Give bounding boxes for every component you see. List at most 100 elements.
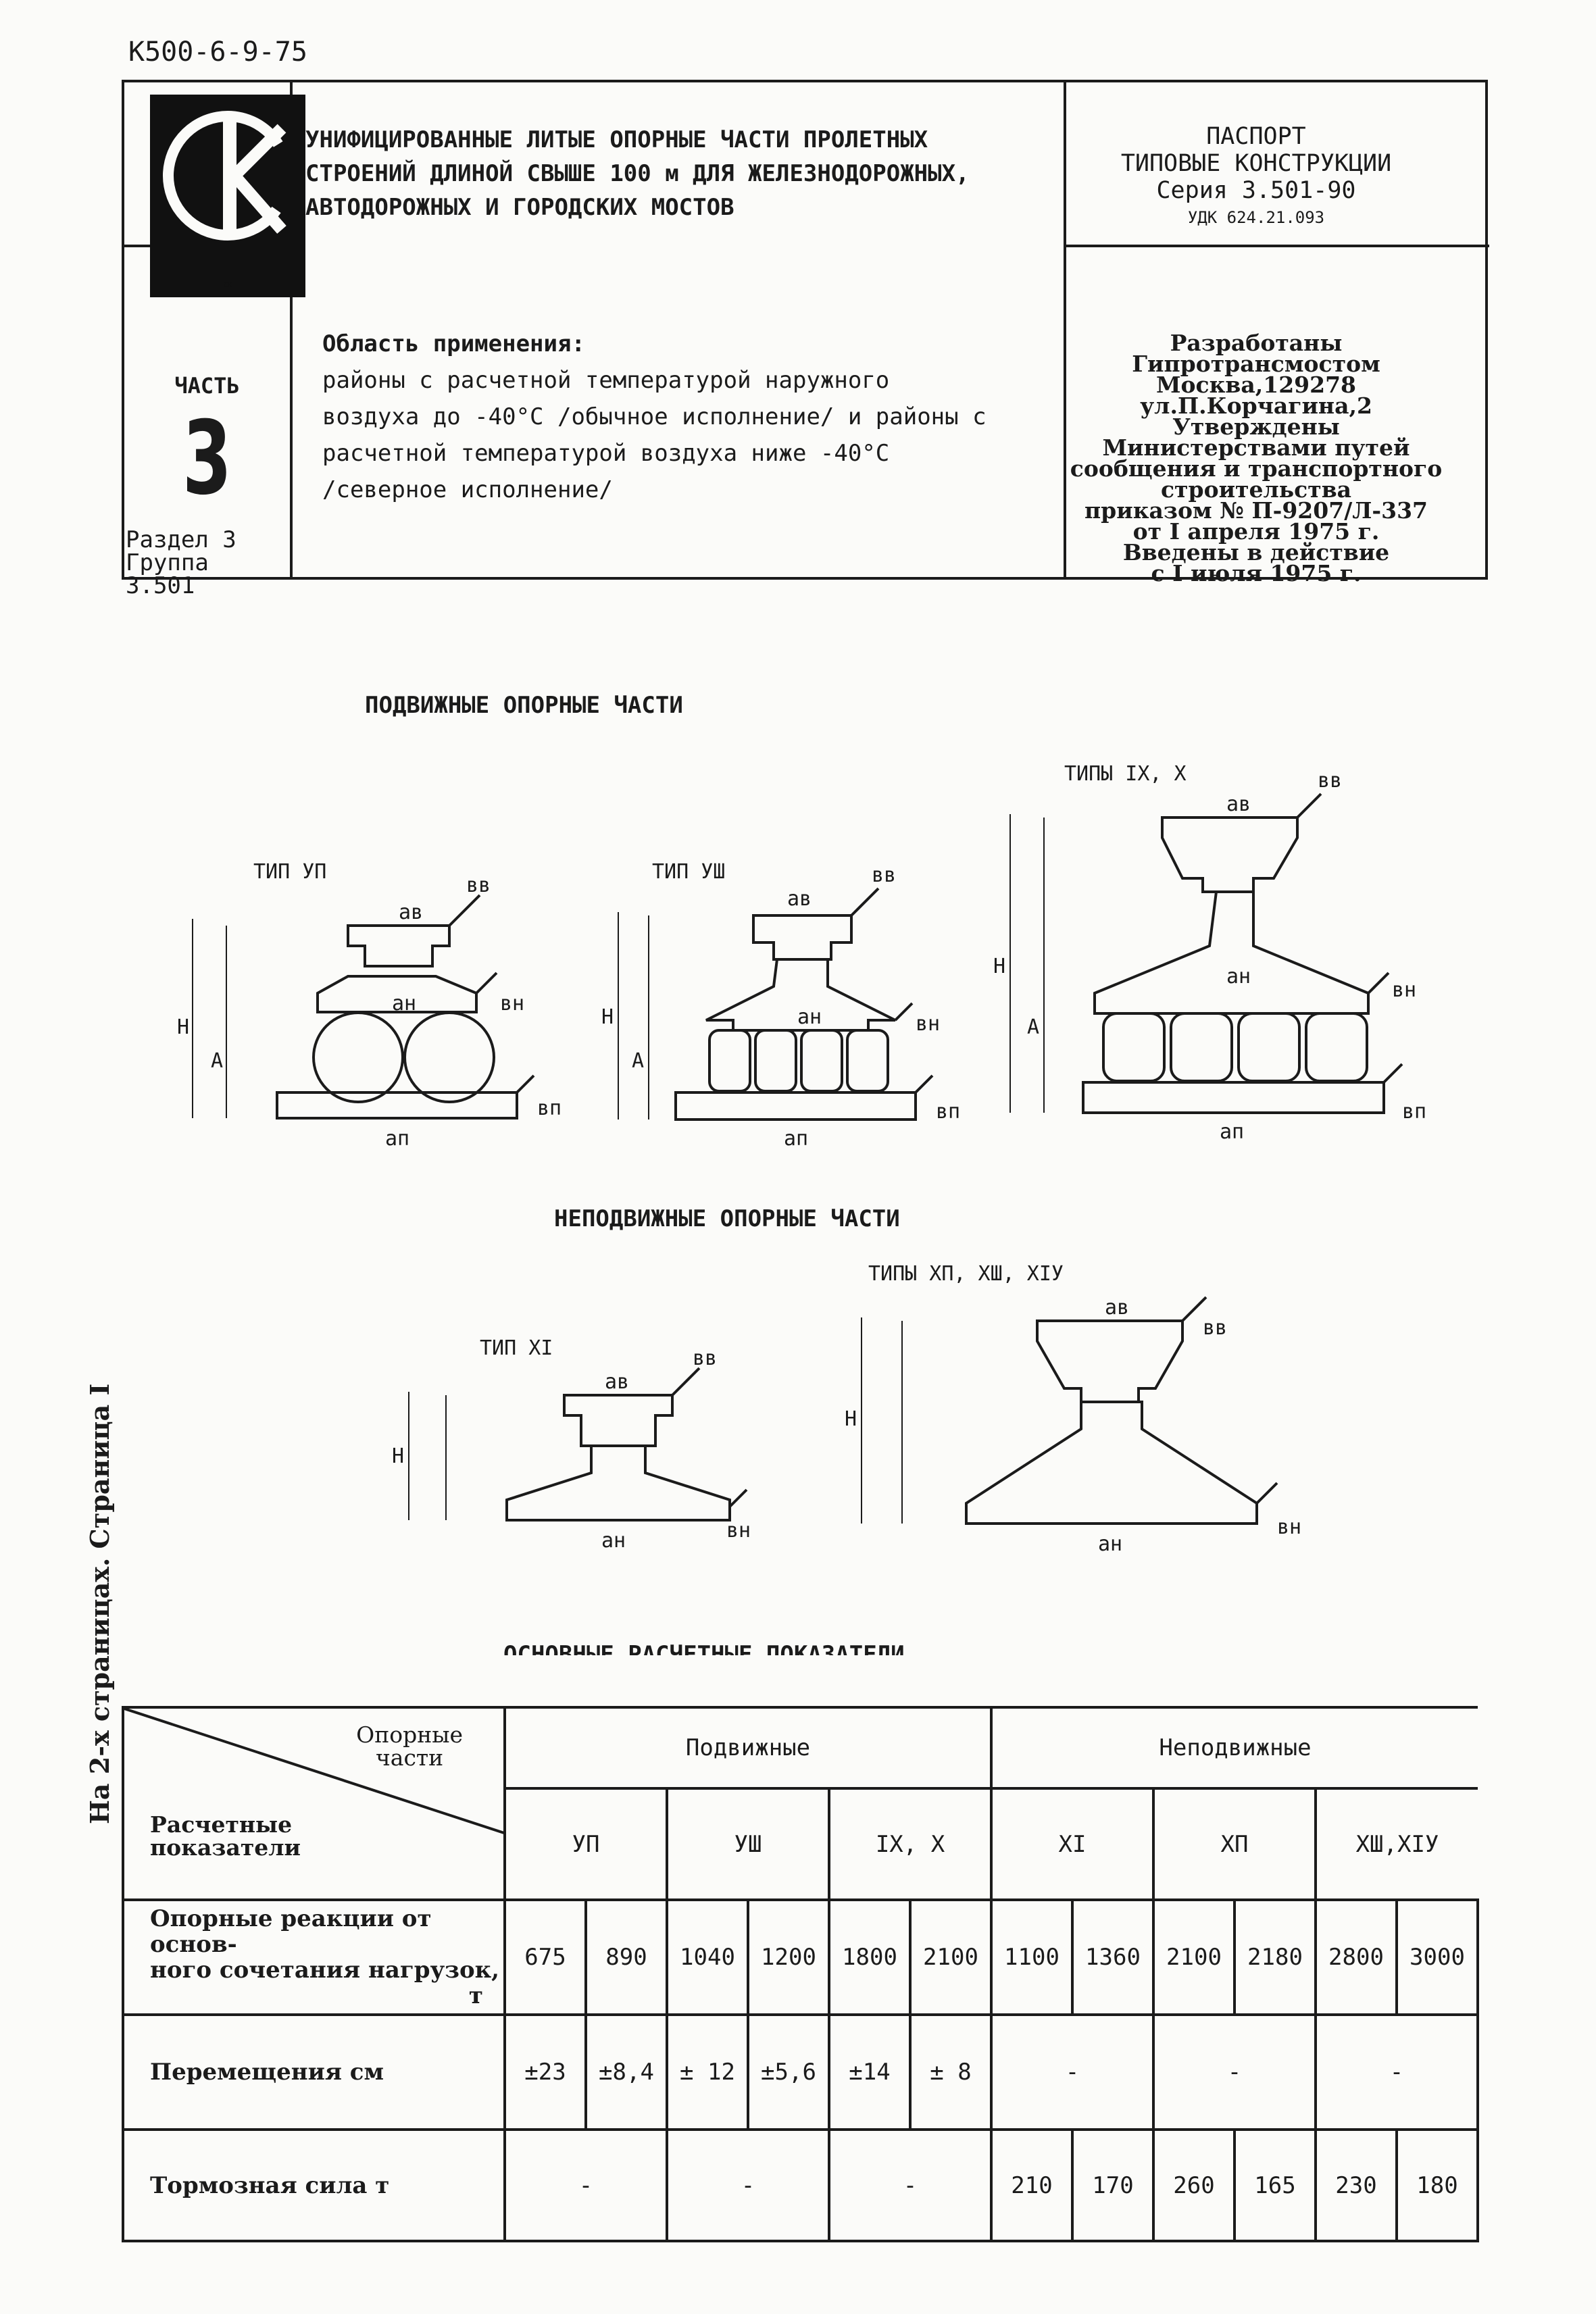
dev-line: ул.П.Корчагина,2 bbox=[1140, 393, 1372, 419]
label-a-n: aн bbox=[601, 1529, 626, 1553]
table-cell: 170 bbox=[1071, 2128, 1155, 2242]
title-line: АВТОДОРОЖНЫХ И ГОРОДСКИХ МОСТОВ bbox=[305, 194, 734, 221]
section-line: 3.501 bbox=[126, 572, 195, 599]
main-indicators-table: Опорные части Расчетные показатели Подви… bbox=[122, 1706, 1479, 2242]
table-cell: 1040 bbox=[666, 1898, 749, 2016]
label-a: A bbox=[211, 1049, 223, 1073]
drawing-type-xi: ТИП XI aв вв aн вн H bbox=[392, 1336, 751, 1553]
dev-line: Введены в действие bbox=[1122, 539, 1390, 565]
drawing-type-ix-x: ТИПЫ IX, X aв вв aн вн aп вп H A bbox=[993, 762, 1426, 1144]
table-cell: 675 bbox=[503, 1898, 587, 2016]
label-b-v: вв bbox=[466, 874, 491, 897]
table-cell: ± 12 bbox=[666, 2013, 749, 2131]
label-a-v: aв bbox=[1105, 1296, 1129, 1319]
group-header-fixed: Неподвижные bbox=[990, 1706, 1478, 1790]
label-h: H bbox=[993, 955, 1005, 978]
type-header: IX, X bbox=[828, 1787, 993, 1901]
scope-of-application: Область применения: районы с расчетной т… bbox=[322, 326, 1120, 508]
passport-line: Серия 3.501-90 bbox=[1156, 177, 1356, 204]
type-viii-label: ТИП УШ bbox=[652, 860, 725, 884]
label-a-n: aн bbox=[392, 992, 416, 1015]
group-header-movable: Подвижные bbox=[503, 1706, 993, 1790]
drawing-type-viii: ТИП УШ aв вв aн вн aп вп H A bbox=[601, 860, 960, 1151]
bearing-drawings: ПОДВИЖНЫЕ ОПОРНЫЕ ЧАСТИ НЕПОДВИЖНЫЕ ОПОР… bbox=[177, 692, 1426, 1655]
row-label: Тормозная сила т bbox=[122, 2128, 506, 2242]
udk-code: УДК 624.21.093 bbox=[1187, 208, 1325, 227]
table-cell: ± 8 bbox=[909, 2013, 993, 2131]
label-b-p: вп bbox=[1402, 1100, 1426, 1124]
corner-diagonal-cell: Опорные части Расчетные показатели bbox=[122, 1706, 506, 1901]
passport-block: ПАСПОРТ ТИПОВЫЕ КОНСТРУКЦИИ Серия 3.501-… bbox=[1067, 123, 1445, 231]
scope-line: воздуха до -40°С /обычное исполнение/ и … bbox=[322, 403, 987, 430]
movable-caption: ПОДВИЖНЫЕ ОПОРНЫЕ ЧАСТИ bbox=[365, 692, 683, 719]
label-h: H bbox=[177, 1015, 189, 1039]
label-a-p: aп bbox=[1220, 1120, 1244, 1144]
label-b-v: вв bbox=[693, 1347, 717, 1370]
label-a-n: aн bbox=[797, 1005, 822, 1029]
corner-top-line: Опорные bbox=[356, 1721, 463, 1748]
table-cell: 1360 bbox=[1071, 1898, 1155, 2016]
table-cell: 2100 bbox=[1152, 1898, 1236, 2016]
section-group: Раздел 3 Группа 3.501 bbox=[124, 528, 290, 597]
label-a-n: aн bbox=[1098, 1532, 1122, 1556]
label-h: H bbox=[845, 1407, 857, 1431]
label-b-n: вн bbox=[500, 992, 524, 1015]
label-a-v: aв bbox=[399, 901, 423, 924]
corner-bottom-label: Расчетные показатели bbox=[150, 1813, 301, 1859]
label-a-v: aв bbox=[605, 1370, 629, 1394]
type-header: XI bbox=[990, 1787, 1155, 1901]
table-cell: 2180 bbox=[1233, 1898, 1317, 2016]
scope-line: /северное исполнение/ bbox=[322, 476, 613, 503]
passport-line: ПАСПОРТ bbox=[1206, 123, 1306, 150]
row-label-line: ного сочетания нагрузок, bbox=[150, 1957, 500, 1984]
label-h: H bbox=[392, 1444, 404, 1468]
dev-line: сообщения и транспортного bbox=[1070, 455, 1443, 482]
table-cell: - bbox=[828, 2128, 993, 2242]
fixed-caption: НЕПОДВИЖНЫЕ ОПОРНЫЕ ЧАСТИ bbox=[554, 1205, 900, 1232]
label-a-v: aв bbox=[1226, 793, 1251, 816]
dev-line: Утверждены bbox=[1172, 413, 1340, 440]
label-b-n: вн bbox=[916, 1012, 940, 1036]
table-cell: 2800 bbox=[1314, 1898, 1398, 2016]
type-vii-label: ТИП УП bbox=[253, 860, 326, 884]
dev-line: Москва,129278 bbox=[1155, 372, 1357, 398]
dev-line: Разработаны bbox=[1170, 330, 1343, 356]
table-cell: 2100 bbox=[909, 1898, 993, 2016]
corner-bottom-line: показатели bbox=[150, 1834, 301, 1861]
header-frame: СК ЧАСТЬ 3 Раздел 3 Группа 3.501 УНИФИЦИ… bbox=[122, 80, 1489, 597]
scope-line: расчетной температурой воздуха ниже -40°… bbox=[322, 440, 890, 467]
drawing-type-xii-xiv: ТИПЫ XП, XШ, XIУ aв вв aн вн H bbox=[845, 1262, 1301, 1556]
title-line: УНИФИЦИРОВАННЫЕ ЛИТЫЕ ОПОРНЫЕ ЧАСТИ ПРОЛ… bbox=[305, 126, 928, 153]
row-label-line: Опорные реакции от основ- bbox=[150, 1905, 432, 1958]
document-title: УНИФИЦИРОВАННЫЕ ЛИТЫЕ ОПОРНЫЕ ЧАСТИ ПРОЛ… bbox=[305, 123, 1130, 224]
section-line: Раздел 3 bbox=[126, 526, 236, 553]
table-cell: - bbox=[503, 2128, 668, 2242]
type-header: XШ,XIУ bbox=[1314, 1787, 1478, 1901]
table-cell: 3000 bbox=[1395, 1898, 1479, 2016]
drawing-type-vii: ТИП УП aв вв aн вн aп вп H A bbox=[177, 860, 562, 1151]
label-a: A bbox=[1027, 1015, 1039, 1039]
corner-bottom-line: Расчетные bbox=[150, 1811, 293, 1838]
row-label: Перемещения см bbox=[122, 2013, 506, 2131]
label-a-p: aп bbox=[385, 1127, 409, 1151]
type-xii-xiv-label: ТИПЫ XП, XШ, XIУ bbox=[868, 1262, 1064, 1286]
table-cell: 1200 bbox=[747, 1898, 830, 2016]
table-cell: 1100 bbox=[990, 1898, 1074, 2016]
dev-line: от I апреля 1975 г. bbox=[1132, 518, 1380, 545]
label-b-n: вн bbox=[1277, 1515, 1301, 1539]
dev-line: Гипротрансмостом bbox=[1132, 351, 1380, 377]
row-label-line: т bbox=[468, 1982, 483, 2009]
type-header: УП bbox=[503, 1787, 668, 1901]
table-cell: - bbox=[666, 2128, 830, 2242]
table-cell: ±23 bbox=[503, 2013, 587, 2131]
table-cell: - bbox=[1314, 2013, 1479, 2131]
label-b-n: вн bbox=[726, 1519, 751, 1542]
section-line: Группа bbox=[126, 549, 209, 576]
table-cell: ±8,4 bbox=[584, 2013, 668, 2131]
table-cell: 180 bbox=[1395, 2128, 1479, 2242]
type-ix-x-label: ТИПЫ IX, X bbox=[1064, 762, 1187, 786]
label-b-v: вв bbox=[1203, 1316, 1227, 1340]
document-code: К500-6-9-75 bbox=[128, 36, 307, 68]
table-cell: - bbox=[1152, 2013, 1317, 2131]
developer-block: Разработаны Гипротрансмостом Москва,1292… bbox=[1067, 332, 1445, 584]
